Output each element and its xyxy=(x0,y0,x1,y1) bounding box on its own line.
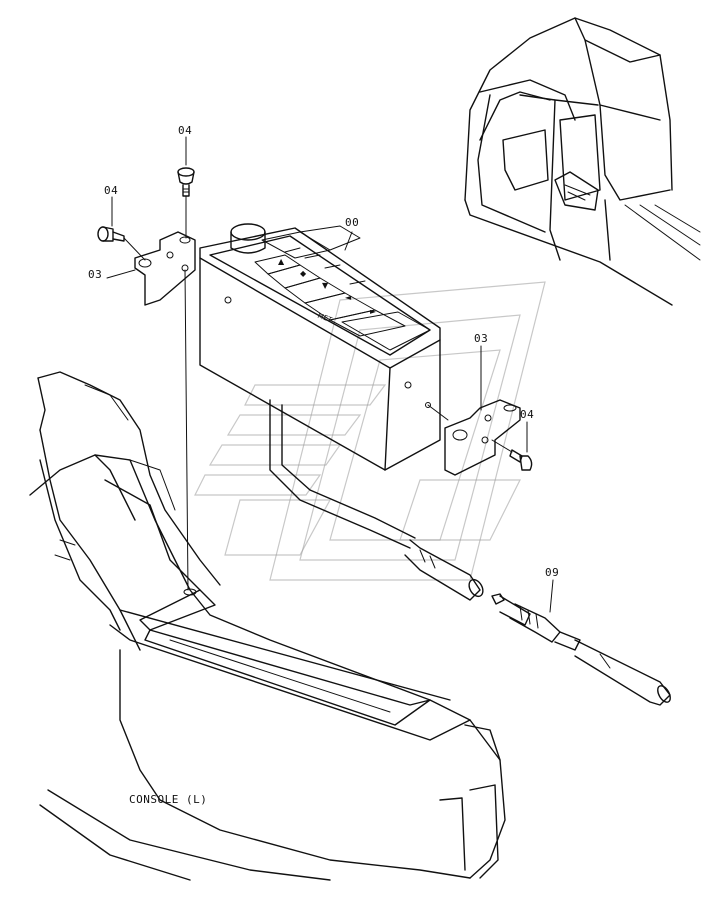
panel-key-4: ◄ xyxy=(345,293,352,302)
panel-key-3: ▼ xyxy=(322,281,329,290)
cable-connector-lower xyxy=(491,593,671,706)
console-caption: CONSOLE (L) xyxy=(129,793,208,806)
callout-03-right: 03 xyxy=(474,332,489,345)
callout-04-left: 04 xyxy=(104,184,119,197)
screw-left xyxy=(97,226,125,242)
callout-03-left: 03 xyxy=(88,268,103,281)
panel-key-5: ► xyxy=(370,307,377,316)
callout-09: 09 xyxy=(545,566,560,579)
panel-key-2: ◆ xyxy=(300,269,307,278)
callout-04-right: 04 xyxy=(520,408,535,421)
panel-key-1: ▲ xyxy=(278,257,285,266)
leader-00 xyxy=(344,231,353,251)
cable-connector-upper xyxy=(404,539,484,601)
leader-03-left xyxy=(106,269,136,279)
watermark-logo xyxy=(194,281,546,581)
callout-04-top: 04 xyxy=(178,124,193,137)
monitor-unit xyxy=(199,223,441,549)
screw-right xyxy=(491,439,533,471)
leader-line-screw-left xyxy=(123,237,146,261)
bracket-left xyxy=(134,231,196,306)
cab-inset xyxy=(464,17,701,306)
callout-00: 00 xyxy=(345,216,360,229)
bracket-right xyxy=(427,399,521,476)
leader-09 xyxy=(549,579,554,613)
console-body xyxy=(29,371,506,881)
screw-top xyxy=(177,167,195,197)
leader-line-console-hole xyxy=(184,269,189,591)
